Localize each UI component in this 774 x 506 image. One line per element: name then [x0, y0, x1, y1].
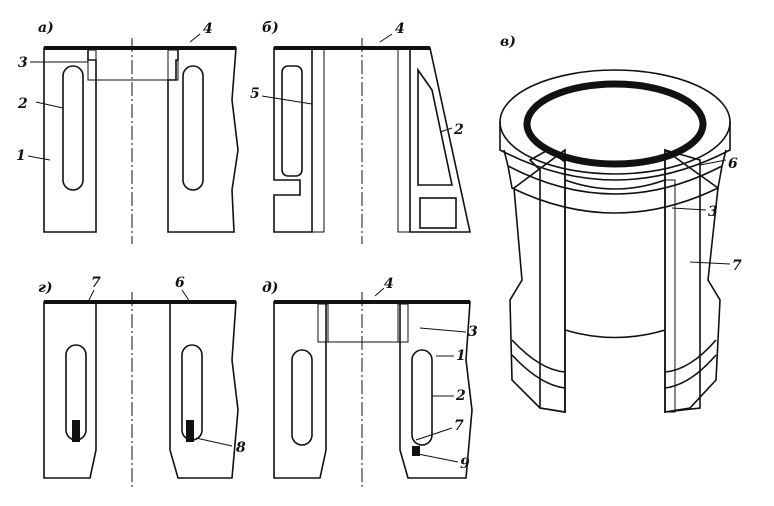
panel-v-section-right: [664, 148, 701, 413]
panel-v-lower-groove: [664, 339, 717, 373]
panel-g: г) 7 6 8: [38, 275, 246, 490]
label-2: 2: [455, 388, 466, 404]
panel-d: д) 4 3 1 2 7 9: [262, 276, 478, 490]
panel-a-letter: а): [38, 20, 54, 36]
panel-d-letter: д): [262, 280, 278, 296]
panel-g-right-wall: [169, 301, 239, 479]
label-2: 2: [17, 96, 28, 112]
panel-v-section-left: [528, 149, 566, 413]
label-7: 7: [454, 418, 464, 434]
label-3: 3: [18, 55, 28, 71]
label-4: 4: [395, 21, 405, 37]
label-3: 3: [468, 324, 478, 340]
panel-v-body-left: [509, 148, 566, 413]
panel-a-right-wall: [167, 47, 239, 233]
label-1: 1: [16, 148, 26, 164]
leader-line: [181, 289, 191, 303]
label-6: 6: [175, 275, 185, 291]
label-3: 3: [708, 204, 718, 220]
panel-d-cooling-channel-right: [411, 349, 433, 446]
panel-b-liner-left: [311, 47, 325, 233]
panel-v-flange-side: [499, 122, 731, 181]
label-4: 4: [384, 276, 394, 292]
label-5: 5: [250, 86, 260, 102]
panel-a-liner-left: [87, 49, 97, 81]
panel-b-left-shell: [273, 47, 313, 233]
panel-g-letter: г): [38, 280, 53, 296]
leader-line: [699, 159, 727, 166]
leader-line: [415, 427, 453, 441]
panel-v-groove: [507, 165, 723, 214]
leader-line: [195, 437, 233, 447]
leader-line: [439, 127, 453, 133]
leader-line: [374, 287, 385, 297]
label-9: 9: [460, 456, 470, 472]
panel-v-groove: [503, 149, 727, 195]
panel-a-cooling-channel-right: [182, 65, 204, 191]
panel-b-bottom-pocket: [419, 197, 457, 229]
leader-line: [261, 95, 313, 105]
panel-v-inner-bottom: [564, 329, 666, 339]
panel-d-seal-right: [412, 446, 420, 456]
panel-b-letter: б): [262, 20, 279, 36]
panel-g-seal-right: [186, 420, 194, 442]
panel-v-body-right: [664, 148, 721, 413]
label-1: 1: [456, 348, 466, 364]
panel-v-lower-groove: [664, 354, 717, 389]
label-4: 4: [203, 21, 213, 37]
panel-g-seal-left: [72, 420, 80, 442]
panel-v-liner-ring: [523, 80, 707, 168]
label-7: 7: [91, 275, 101, 291]
leader-line: [671, 207, 707, 211]
panel-v-letter: в): [500, 34, 516, 50]
label-8: 8: [236, 440, 246, 456]
leader-line: [689, 261, 731, 265]
leader-line: [87, 289, 95, 303]
panel-a-cooling-channel-left: [62, 65, 84, 191]
panel-b-wedge-channel: [417, 67, 453, 186]
leader-line: [379, 33, 393, 43]
panel-d-cooling-channel-left: [291, 349, 313, 446]
leader-line: [417, 453, 459, 463]
leader-line: [35, 101, 64, 109]
panel-a: а) 3 4 2 1: [16, 20, 239, 244]
label-2: 2: [453, 122, 464, 138]
panel-b: б) 4 5 2: [250, 20, 471, 244]
panel-b-cavity-left: [281, 65, 303, 177]
leader-line: [27, 155, 51, 161]
panel-v-liner-right: [664, 179, 676, 413]
panel-v: в) 6 3 7: [499, 34, 742, 413]
panel-d-right-wall: [399, 301, 473, 479]
panel-v-lower-groove: [511, 339, 566, 373]
panel-v-inner-top: [564, 179, 666, 190]
leader-line: [189, 33, 201, 43]
panel-g-left-wall: [43, 301, 97, 479]
panel-b-liner-right: [397, 47, 411, 233]
label-7: 7: [732, 258, 742, 274]
panel-b-right-shell: [409, 47, 471, 233]
label-6: 6: [728, 156, 738, 172]
panel-v-lower-groove: [511, 354, 566, 389]
leader-line: [419, 327, 467, 333]
